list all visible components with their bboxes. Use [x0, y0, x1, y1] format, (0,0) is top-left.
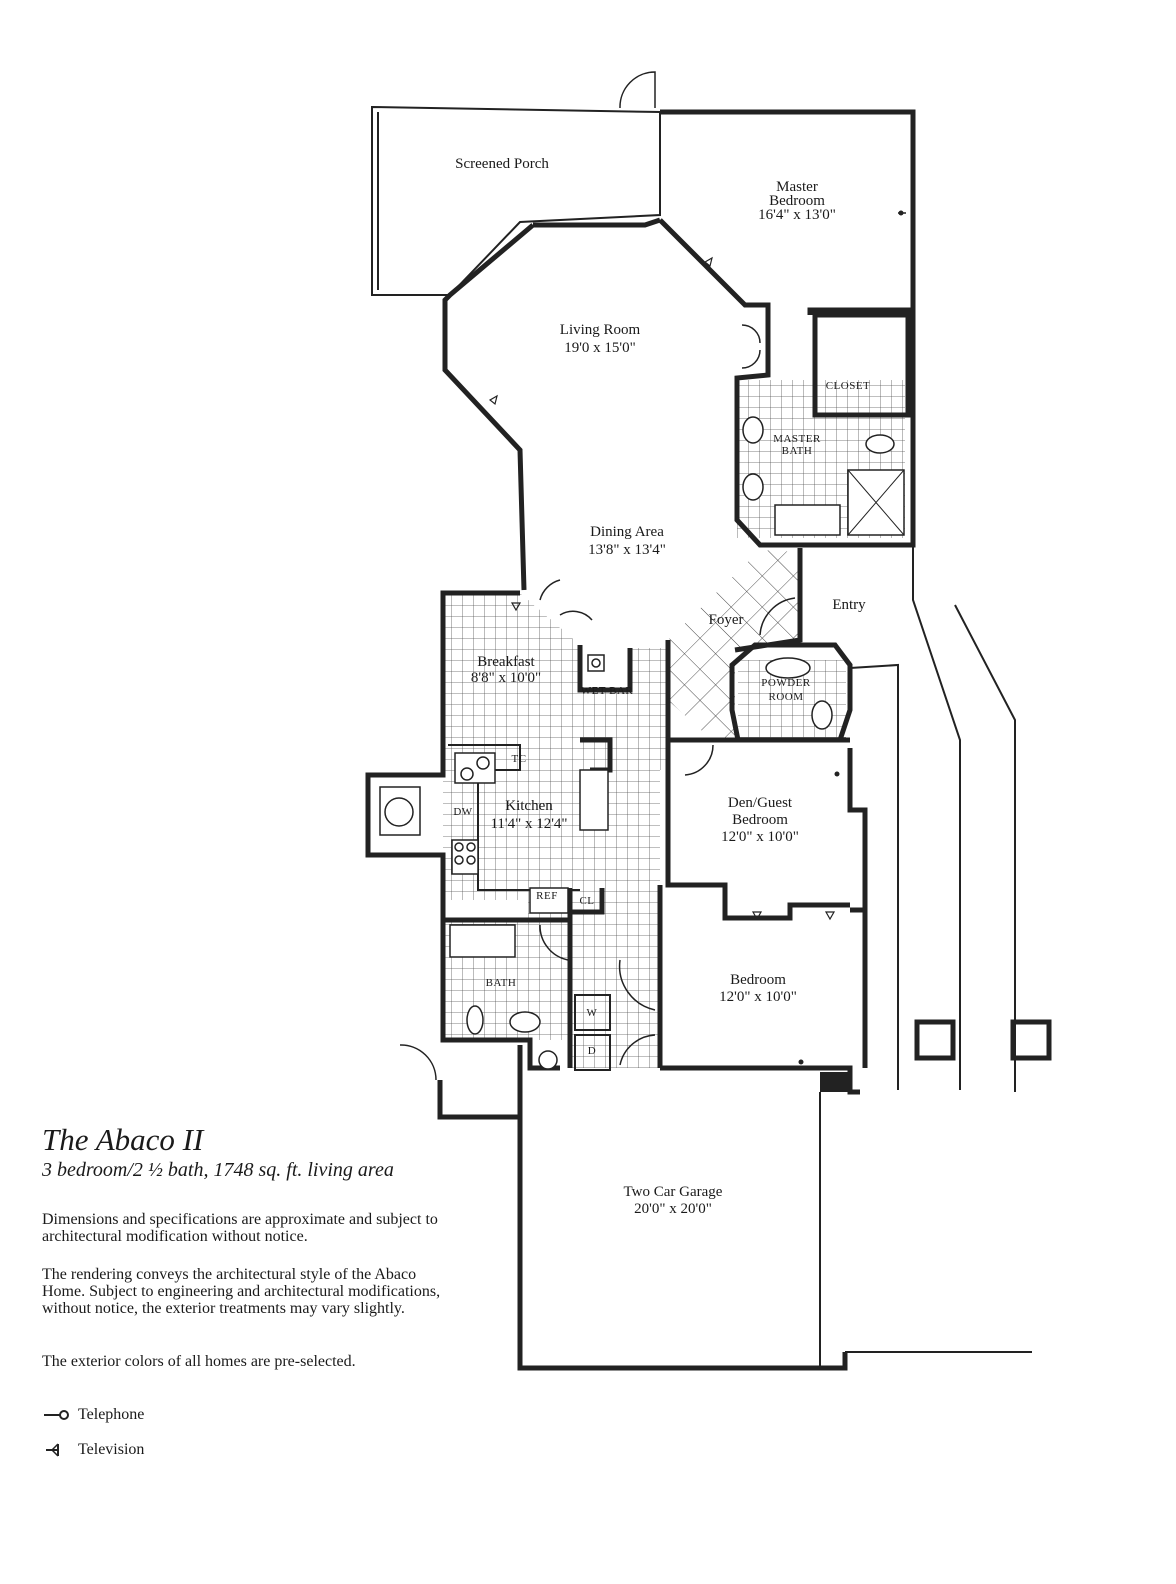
- television-icon: [703, 256, 713, 268]
- powder-room-label-1: POWDER: [761, 677, 811, 689]
- room-labels: Screened Porch Master Bedroom 16'4" x 13…: [453, 156, 871, 1217]
- dryer-label: D: [588, 1045, 596, 1057]
- television-icon: [42, 1443, 72, 1457]
- legend-telephone-label: Telephone: [78, 1406, 145, 1423]
- closet-label: CLOSET: [826, 380, 871, 392]
- exterior-walls: [365, 105, 1052, 1371]
- bedroom-label: Bedroom: [730, 972, 786, 988]
- title-block: The Abaco II 3 bedroom/2 ½ bath, 1748 sq…: [42, 1122, 482, 1182]
- dw-label: DW: [453, 806, 472, 818]
- tc-label: TC: [511, 753, 526, 765]
- foyer-label: Foyer: [709, 612, 744, 628]
- master-bedroom-label-2: Bedroom: [769, 193, 825, 209]
- doors: [399, 71, 796, 1081]
- legend-telephone: Telephone: [42, 1406, 144, 1424]
- interior-walls: [443, 416, 905, 1071]
- television-icon: [510, 602, 522, 612]
- master-bath-label-1: MASTER: [773, 433, 821, 445]
- legend-television: Television: [42, 1441, 144, 1459]
- bedroom-dims: 12'0" x 10'0": [719, 989, 797, 1005]
- den-guest-label-2: Bedroom: [732, 812, 788, 828]
- den-guest-label-1: Den/Guest: [728, 795, 793, 811]
- kitchen-dims: 11'4" x 12'4": [490, 816, 567, 832]
- outlet-markers: [488, 210, 906, 1065]
- television-icon: [824, 911, 836, 921]
- washer-label: W: [587, 1007, 598, 1019]
- entry-label: Entry: [832, 597, 866, 613]
- master-bedroom-dims: 16'4" x 13'0": [758, 207, 836, 223]
- garage-dims: 20'0" x 20'0": [634, 1201, 712, 1217]
- tiled-floors: [443, 380, 905, 1068]
- telephone-icon: [798, 1059, 804, 1065]
- dining-area-dims: 13'8" x 13'4": [588, 542, 666, 558]
- telephone-icon: [42, 1408, 72, 1422]
- plan-title: The Abaco II: [42, 1122, 204, 1157]
- wet-bar-label: WET BAR: [581, 685, 634, 697]
- den-guest-dims: 12'0" x 10'0": [721, 829, 799, 845]
- note-colors: The exterior colors of all homes are pre…: [42, 1353, 356, 1370]
- breakfast-dims: 8'8" x 10'0": [471, 670, 541, 686]
- master-bath-label-2: BATH: [782, 445, 813, 457]
- note-dimensions: Dimensions and specifications are approx…: [42, 1211, 438, 1245]
- ref-label: REF: [536, 890, 558, 902]
- legend-television-label: Television: [78, 1441, 145, 1458]
- living-room-dims: 19'0 x 15'0": [564, 340, 636, 356]
- kitchen-label: Kitchen: [505, 798, 553, 814]
- plan-subtitle: 3 bedroom/2 ½ bath, 1748 sq. ft. living …: [42, 1159, 394, 1181]
- breakfast-label: Breakfast: [477, 654, 535, 670]
- television-icon: [751, 911, 763, 921]
- television-icon: [488, 394, 498, 406]
- bath-label: BATH: [486, 977, 517, 989]
- master-bedroom-label-1: Master: [776, 179, 818, 195]
- cl-label: CL: [579, 895, 594, 907]
- screened-porch-label: Screened Porch: [455, 156, 549, 172]
- living-room-label: Living Room: [560, 322, 641, 338]
- telephone-icon: [898, 210, 906, 216]
- telephone-icon: [834, 771, 840, 777]
- garage-label: Two Car Garage: [624, 1184, 723, 1200]
- dining-area-label: Dining Area: [590, 524, 664, 540]
- powder-room-label-2: ROOM: [768, 691, 803, 703]
- note-rendering: The rendering conveys the architectural …: [42, 1266, 441, 1317]
